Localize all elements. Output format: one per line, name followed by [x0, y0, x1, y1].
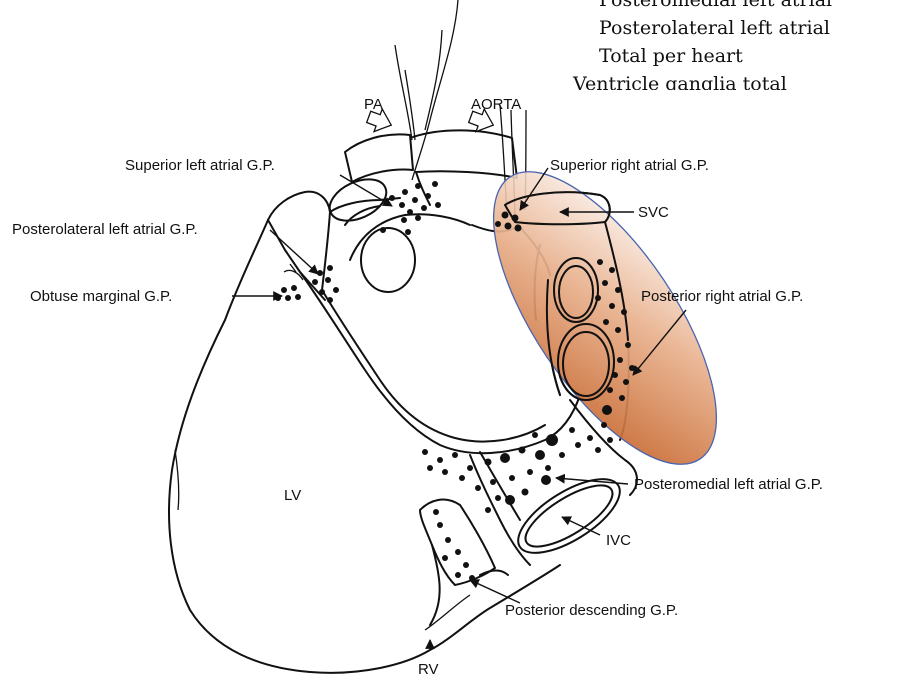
label-superior-left-atrial-gp: Superior left atrial G.P. — [125, 157, 275, 174]
label-lv: LV — [284, 487, 301, 504]
label-posteromedial-left-atrial-gp: Posteromedial left atrial G.P. — [634, 476, 823, 493]
label-posterior-right-atrial-gp: Posterior right atrial G.P. — [641, 288, 803, 305]
header-text-block: Posteromedial left atrial Posterolateral… — [572, 0, 832, 95]
label-superior-right-atrial-gp: Superior right atrial G.P. — [550, 157, 709, 174]
label-aorta: AORTA — [471, 96, 521, 113]
label-svc: SVC — [638, 204, 669, 221]
header-clip-mask — [560, 90, 899, 102]
header-line-posteromedial: Posteromedial left atrial — [599, 0, 832, 11]
header-line-total: Total per heart — [599, 45, 743, 67]
label-rv: RV — [418, 661, 439, 678]
label-ivc: IVC — [606, 532, 631, 549]
header-line-posterolateral: Posterolateral left atrial — [599, 17, 830, 39]
label-obtuse-marginal-gp: Obtuse marginal G.P. — [30, 288, 172, 305]
label-pa: PA — [364, 96, 383, 113]
posterior-right-atrial-highlight — [452, 138, 758, 498]
label-posterior-descending-gp: Posterior descending G.P. — [505, 602, 678, 619]
label-posterolateral-left-atrial-gp: Posterolateral left atrial G.P. — [12, 221, 198, 238]
